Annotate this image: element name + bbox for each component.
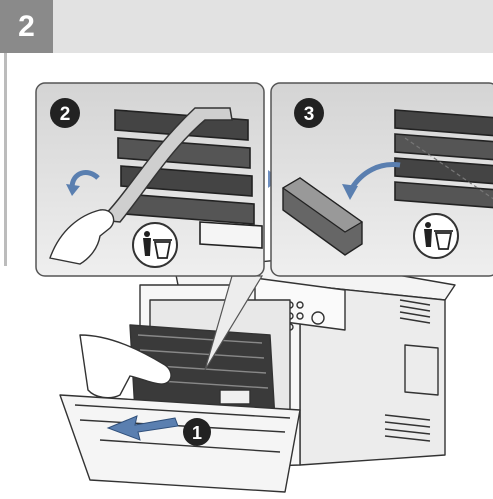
step-label-circle — [50, 98, 80, 128]
panel-step-2: 2 — [35, 82, 265, 277]
step-label-circle — [294, 98, 324, 128]
main-step-label: 1 — [192, 423, 202, 443]
side-rule — [4, 53, 7, 266]
packing-strip — [98, 107, 233, 223]
arrow-icon — [106, 415, 179, 441]
printer-illustration — [59, 257, 456, 493]
step-label-circle — [183, 418, 211, 446]
arrow-icon — [349, 161, 401, 190]
hand-icon — [49, 209, 115, 265]
header-band — [0, 0, 493, 53]
panel-step-3: 3 — [270, 82, 493, 277]
panel-2-label: 2 — [60, 104, 71, 125]
step-number-badge: 2 — [0, 0, 53, 53]
recycle-bin-icon — [413, 213, 459, 259]
recycle-bin-icon — [132, 222, 178, 268]
arrow-icon — [69, 170, 100, 189]
hand-icon — [79, 334, 172, 399]
panel-3-label: 3 — [304, 104, 315, 125]
